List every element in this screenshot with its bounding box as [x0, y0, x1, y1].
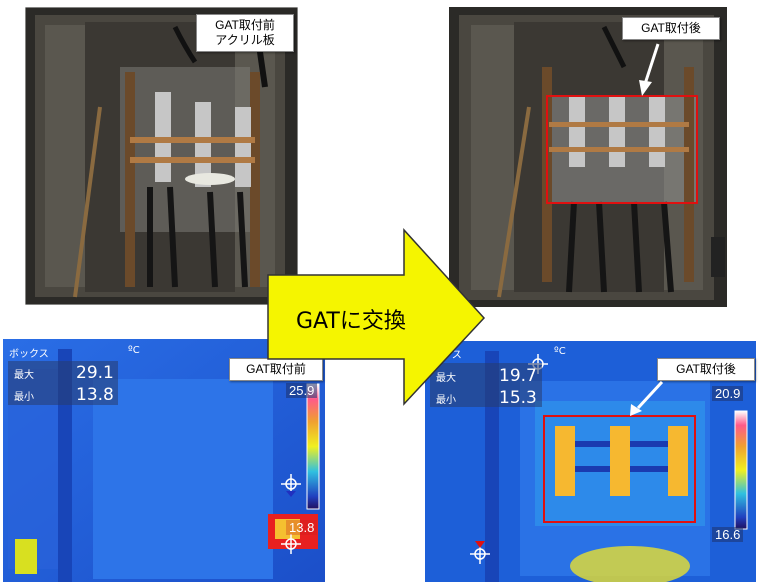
callout-line-2: アクリル板 [215, 33, 275, 47]
thermal-left-max-value: 29.1 [76, 363, 114, 383]
thermal-left-max-label: 最大 [14, 370, 34, 381]
callout-line-1: GAT取付前 [215, 18, 275, 32]
callout-before-acrylic: GAT取付前 アクリル板 [196, 14, 294, 52]
thermal-right-max-value: 19.7 [499, 366, 537, 386]
thermal-right-scale-bottom: 16.6 [712, 527, 744, 542]
cabinet-photo-before [25, 7, 298, 305]
thermal-image-after [425, 341, 756, 582]
thermal-scene-after [425, 341, 756, 582]
photo-before-install [25, 7, 298, 305]
thermal-right-readout [430, 363, 542, 407]
thermal-right-max-label: 最大 [436, 373, 456, 384]
thermal-left-readout [8, 361, 118, 405]
highlight-box-thermal [543, 415, 696, 523]
callout-before-thermal: GAT取付前 [229, 358, 323, 381]
highlight-box-after [546, 95, 698, 204]
thermal-left-unit: ºC [128, 345, 140, 356]
callout-after-thermal: GAT取付後 [657, 358, 755, 381]
thermal-left-min-label: 最小 [14, 392, 34, 403]
thermal-right-unit: ºC [554, 346, 566, 357]
cabinet-photo-after [449, 7, 727, 307]
thermal-right-min-value: 15.3 [499, 388, 537, 408]
exchange-arrow-label: GATに交換 [296, 309, 406, 334]
thermal-right-scale-top: 20.9 [712, 386, 744, 401]
crosshair-icon [281, 474, 301, 554]
callout-after-top: GAT取付後 [622, 17, 720, 40]
exchange-arrow [267, 228, 486, 406]
pointer-arrow-top [639, 43, 660, 96]
thermal-left-scale-bottom: 13.8 [286, 520, 318, 535]
photo-after-install [449, 7, 727, 307]
pointer-arrow-thermal [630, 380, 664, 416]
thermal-right-min-label: 最小 [436, 395, 456, 406]
thermal-left-scale-top: 25.9 [286, 383, 318, 398]
thermal-left-title: ボックス [9, 349, 49, 360]
thermal-left-min-value: 13.8 [76, 385, 114, 405]
